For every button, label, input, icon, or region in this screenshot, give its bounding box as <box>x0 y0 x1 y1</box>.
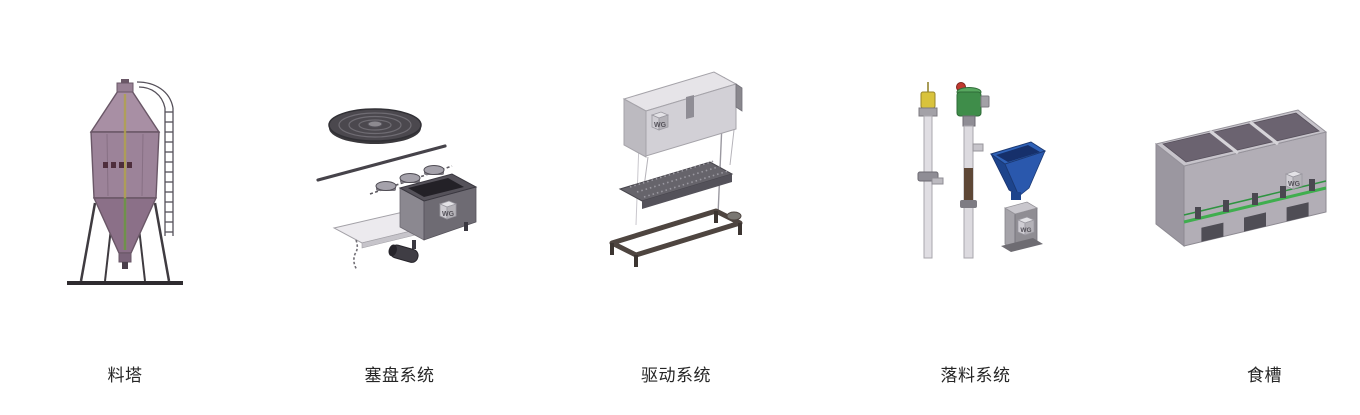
bottom-openings <box>1201 202 1309 242</box>
silo-brand-marks <box>103 162 132 168</box>
wg-logo-text: WG <box>442 211 455 218</box>
drive-system-illustration: WG <box>609 71 743 267</box>
base-frame <box>609 208 743 267</box>
divider-bar <box>1249 120 1279 146</box>
product-label: 料塔 <box>107 366 143 385</box>
chain-discs <box>375 165 445 191</box>
plug-disc-system-illustration: WG <box>316 108 478 271</box>
sensor-tube <box>917 82 944 259</box>
level-sensor <box>920 91 936 109</box>
wg-logo: WG <box>1284 170 1304 190</box>
product-card-feed-tower[interactable]: 料塔 <box>65 0 185 415</box>
wg-logo: WG <box>650 111 670 131</box>
perforated-panel <box>618 160 734 209</box>
product-card-feed-trough[interactable]: WG 食槽 <box>1130 0 1335 415</box>
product-card-drive-system[interactable]: WG 驱动系统 <box>606 0 746 415</box>
divider-bar <box>1209 129 1239 155</box>
product-label: 驱动系统 <box>641 366 711 385</box>
feeder-box <box>398 173 478 249</box>
drive-rod <box>316 144 447 182</box>
wg-logo: WG <box>438 200 458 220</box>
feed-trough-illustration: WG <box>1154 109 1328 248</box>
wg-logo-text: WG <box>654 122 667 129</box>
logo-duct: WG <box>1001 201 1043 252</box>
coiled-disc <box>328 108 422 144</box>
product-label: 落料系统 <box>940 366 1011 385</box>
silo-ladder <box>136 81 174 236</box>
wg-logo: WG <box>1017 216 1035 236</box>
wg-logo-text: WG <box>1020 227 1031 234</box>
product-card-drop-feed-system[interactable]: WG 落料系统 <box>903 0 1048 415</box>
blue-hopper <box>989 141 1047 200</box>
product-label: 塞盘系统 <box>364 366 435 385</box>
motor-tube <box>956 82 990 259</box>
wg-logo-text: WG <box>1288 181 1301 188</box>
drive-housing <box>622 71 743 158</box>
outlet-tube <box>388 244 419 263</box>
feed-tower-silo-illustration <box>67 79 183 285</box>
product-card-plug-disc-system[interactable]: WG 塞盘系统 <box>312 0 487 415</box>
product-label: 食槽 <box>1247 366 1282 385</box>
drop-feed-system-illustration: WG <box>917 82 1047 259</box>
silo-legs <box>79 202 171 282</box>
feed-slots <box>1195 179 1315 219</box>
silo-cap <box>116 82 134 93</box>
drive-motor <box>956 91 982 117</box>
hanging-chain <box>353 239 359 271</box>
